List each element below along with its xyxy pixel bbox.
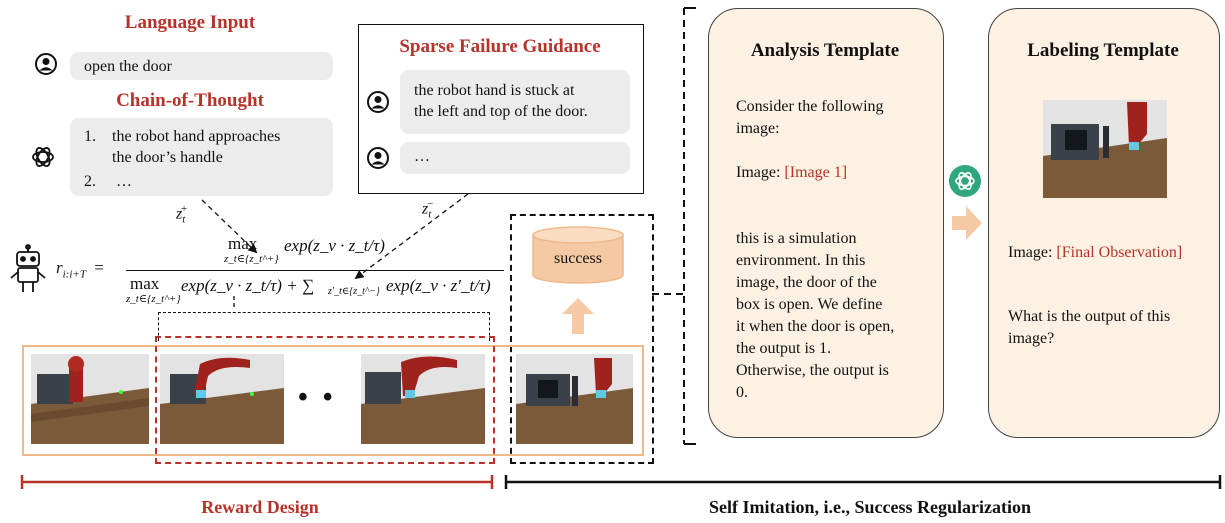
failure-text: the robot hand is stuck at bbox=[414, 82, 575, 99]
failure-text-bubble: the robot hand is stuck at the left and … bbox=[400, 70, 630, 134]
success-label: success bbox=[554, 250, 602, 267]
robot-icon bbox=[10, 244, 46, 292]
formula-lhs-sub: i:i+T bbox=[62, 268, 86, 281]
labeling-template-card bbox=[988, 8, 1220, 438]
dashed-arrows bbox=[201, 193, 469, 310]
language-input-bubble: open the door bbox=[70, 52, 333, 80]
cot-item-number: 2. bbox=[84, 173, 96, 190]
observation-frame bbox=[361, 354, 485, 444]
connector-bracket bbox=[652, 7, 696, 445]
openai-icon bbox=[32, 147, 54, 167]
cot-item-text: the door’s handle bbox=[112, 149, 223, 166]
analysis-intro: Consider the following image: bbox=[736, 98, 884, 137]
chain-of-thought-title: Chain-of-Thought bbox=[116, 90, 264, 111]
language-input-text: open the door bbox=[84, 58, 172, 75]
openai-circle-icon bbox=[949, 165, 981, 197]
denominator-max: max bbox=[130, 274, 160, 293]
reward-window-red bbox=[155, 336, 495, 464]
labeling-template-title: Labeling Template bbox=[1027, 40, 1179, 61]
denominator-expr2: exp(z_v · z′_t/τ) bbox=[386, 276, 491, 295]
analysis-template-card bbox=[708, 8, 944, 438]
formula-eq: = bbox=[94, 258, 104, 277]
reward-design-bracket bbox=[20, 475, 494, 489]
formula-lhs: r bbox=[56, 258, 63, 277]
analysis-body: this is a simulation environment. In thi… bbox=[736, 230, 895, 401]
cot-item-number: 1. bbox=[84, 128, 96, 145]
analysis-image-ref: [Image 1] bbox=[784, 164, 848, 181]
observation-frame bbox=[31, 354, 149, 444]
labeling-question: What is the output of this image? bbox=[1008, 308, 1171, 347]
right-arrow-icon bbox=[952, 206, 982, 240]
success-dashed-box bbox=[510, 214, 654, 464]
z-minus-label: zt− bbox=[422, 198, 434, 221]
reward-window-dashed bbox=[158, 312, 490, 341]
failure-second-text: … bbox=[414, 148, 430, 165]
final-observation-image bbox=[1043, 100, 1167, 198]
chain-of-thought-bubble: 1. the robot hand approaches the door’s … bbox=[70, 118, 333, 196]
frames-ellipsis: • • bbox=[298, 382, 337, 413]
self-imitation-bracket bbox=[504, 475, 1222, 489]
fraction-bar bbox=[126, 270, 504, 271]
analysis-template-title: Analysis Template bbox=[750, 40, 900, 61]
user-icon bbox=[35, 53, 57, 75]
up-arrow-icon bbox=[562, 298, 594, 334]
observation-strip bbox=[22, 345, 644, 456]
denominator-sum-under: z′_t∈{z_t^−} bbox=[328, 286, 380, 297]
reward-formula: ri:i+T = max z_t∈{z_t^+} exp(z_v · z_t/τ… bbox=[56, 234, 516, 306]
denominator-expr1: exp(z_v · z_t/τ) + ∑ bbox=[181, 276, 315, 295]
z-plus-label: zt+ bbox=[176, 203, 188, 226]
analysis-image-line: Image: [Image 1] bbox=[736, 164, 848, 181]
numerator-max: max bbox=[228, 234, 258, 253]
numerator-expr: exp(z_v · z_t/τ) bbox=[284, 236, 385, 255]
success-database-icon bbox=[532, 226, 624, 284]
labeling-image-ref: [Final Observation] bbox=[1056, 244, 1183, 261]
labeling-image-line: Image: [Final Observation] bbox=[1008, 244, 1183, 261]
failure-text: the left and top of the door. bbox=[414, 103, 588, 120]
failure-second-bubble: … bbox=[400, 142, 630, 174]
reward-design-caption: Reward Design bbox=[201, 497, 319, 517]
final-observation-frame bbox=[516, 354, 633, 444]
numerator-under: z_t∈{z_t^+} bbox=[224, 253, 279, 265]
observation-frame bbox=[160, 354, 284, 444]
user-icon bbox=[367, 147, 389, 169]
cot-item-text: the robot hand approaches bbox=[112, 128, 281, 145]
language-input-title: Language Input bbox=[124, 12, 256, 33]
failure-guidance-title: Sparse Failure Guidance bbox=[399, 36, 601, 57]
cot-item-text: … bbox=[116, 173, 132, 190]
user-icon bbox=[367, 91, 389, 113]
self-imitation-caption: Self Imitation, i.e., Success Regulariza… bbox=[709, 497, 1031, 517]
denominator-under: z_t∈{z_t^+} bbox=[126, 293, 181, 305]
